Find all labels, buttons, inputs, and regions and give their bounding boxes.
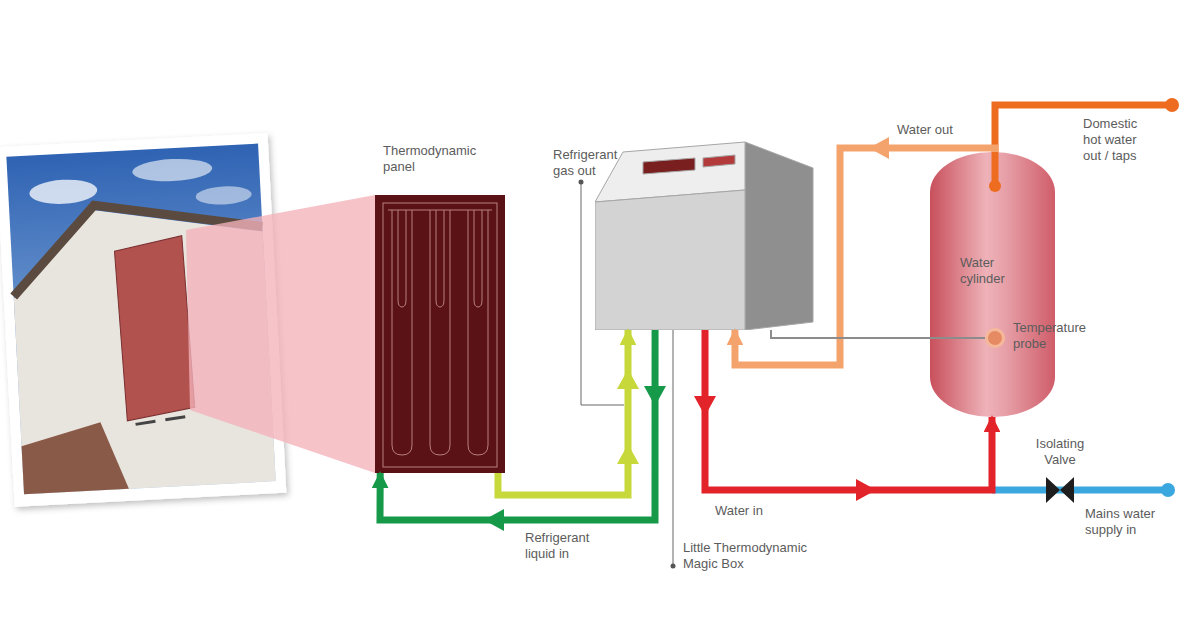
leader-dot [671, 564, 676, 569]
unit-side [745, 142, 813, 330]
pipe-end [1161, 483, 1175, 497]
annotation-label: Domestic hot water out / taps [1083, 116, 1158, 164]
pipe-label: Refrigerant liquid in [525, 530, 605, 562]
panel-channel [388, 210, 492, 211]
mains-pipe [992, 487, 1168, 494]
temperature-probe: Temperature probe [985, 328, 1005, 348]
panel-channel [392, 210, 412, 455]
valve-symbol [1046, 477, 1060, 503]
panel-channel [430, 210, 450, 455]
projection-beam [186, 195, 375, 473]
flow-arrow [856, 479, 876, 501]
water-cylinder: Water cylinderTemperature probe [930, 152, 1055, 417]
cloud [29, 178, 98, 206]
flow-arrow [617, 444, 639, 464]
flow-arrow [484, 509, 504, 531]
pipe-connector [380, 330, 655, 520]
node-label: Water cylinder [960, 255, 1032, 287]
pipe-connector [705, 330, 992, 490]
panel-channel [468, 210, 488, 455]
heat-pump-unit: Little Thermodynamic Magic Box [595, 140, 815, 330]
node-label: Thermodynamic panel [383, 143, 498, 175]
panel-channel [474, 210, 482, 307]
pipe-connector [771, 330, 985, 338]
unit-front [595, 190, 745, 330]
pipe-connector [735, 148, 995, 365]
unit-display [703, 155, 735, 167]
photo-panel [114, 235, 195, 421]
annotation-label: Isolating Valve [1025, 436, 1095, 468]
node-label: Temperature probe [1013, 320, 1098, 352]
annotation-label: Mains water supply in [1085, 506, 1175, 538]
pipe-end [1165, 98, 1179, 112]
pipe-label: Water in [715, 503, 795, 519]
pipe-label: Refrigerant gas out [553, 147, 633, 179]
pipe-outlet [989, 180, 1001, 192]
lower-roof [21, 421, 129, 494]
thermodynamic-panel: Thermodynamic panel [375, 195, 505, 473]
panel-bracket [165, 417, 185, 420]
unit-shape [595, 140, 815, 330]
panel-channel [398, 210, 406, 307]
hot-water-pipe [995, 105, 1172, 186]
pipe-connector [498, 330, 628, 495]
flow-arrow [644, 386, 666, 406]
flow-arrow [694, 396, 716, 416]
panel-outline [383, 203, 497, 467]
leader-line [673, 330, 674, 566]
panel-channel [436, 210, 444, 307]
node-label: Little Thermodynamic Magic Box [683, 540, 823, 572]
unit-logo [643, 158, 695, 174]
panel-channels [383, 203, 497, 467]
cloud [195, 185, 252, 206]
leader-dot [579, 180, 584, 185]
valve-symbol [1060, 477, 1074, 503]
panel-bracket [135, 421, 155, 424]
flow-arrow [617, 369, 639, 389]
pipe-label: Water out [897, 122, 977, 138]
cloud [132, 157, 213, 183]
flow-arrow [869, 137, 889, 159]
